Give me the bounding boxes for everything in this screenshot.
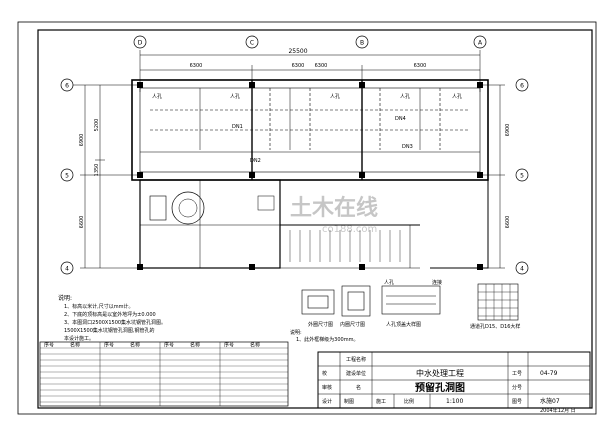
room-label: 人孔 bbox=[452, 93, 462, 100]
svg-text:名称: 名称 bbox=[250, 342, 260, 349]
floor-plan bbox=[131, 79, 489, 269]
room-label: 人孔 bbox=[152, 93, 162, 100]
schedule-header: 序号 名称 序号 名称 序号 名称 序号 名称 bbox=[44, 342, 260, 349]
svg-text:土木在线: 土木在线 bbox=[290, 195, 378, 221]
tb-label: 图号 bbox=[512, 399, 522, 405]
svg-text:6: 6 bbox=[520, 83, 524, 90]
side-dimension: 6900 bbox=[79, 134, 85, 147]
overall-dimension: 25500 bbox=[288, 48, 307, 55]
inner-border bbox=[37, 29, 593, 409]
svg-text:C: C bbox=[250, 40, 254, 47]
column-bubble-a: A bbox=[473, 35, 487, 49]
svg-text:3、本图洞口2500X1500集水坑钢管孔洞图。: 3、本图洞口2500X1500集水坑钢管孔洞图。 bbox=[64, 319, 166, 326]
title-block bbox=[317, 351, 591, 409]
row-bubble-6: 6 6 bbox=[60, 78, 529, 92]
svg-text:序号: 序号 bbox=[104, 342, 114, 349]
svg-text:D: D bbox=[138, 40, 143, 47]
bay-dimension: 6300 bbox=[292, 63, 305, 69]
side-dimension: 1350 bbox=[94, 164, 100, 177]
side-dimension: 5200 bbox=[94, 119, 100, 132]
svg-text:2、下底的顶标高是以室外地坪为±0.000: 2、下底的顶标高是以室外地坪为±0.000 bbox=[64, 311, 156, 318]
tb-label: 施工 bbox=[376, 398, 386, 405]
row-bubble-5: 5 5 bbox=[60, 168, 529, 182]
svg-text:A: A bbox=[478, 40, 483, 47]
bay-dimension: 6300 bbox=[190, 63, 203, 69]
side-dimension: 6900 bbox=[505, 124, 511, 137]
side-dimension: 6600 bbox=[505, 216, 511, 229]
tb-label: 比例 bbox=[404, 398, 414, 405]
svg-text:1500X1500集水坑钢管孔洞图,钢管孔的: 1500X1500集水坑钢管孔洞图,钢管孔的 bbox=[64, 327, 154, 334]
svg-text:4: 4 bbox=[520, 266, 524, 273]
top-dimensions bbox=[139, 50, 481, 92]
column-bubble-b: B bbox=[355, 35, 369, 49]
svg-text:5: 5 bbox=[520, 173, 524, 180]
plan-note: DN3 bbox=[402, 144, 413, 150]
side-dimensions bbox=[80, 84, 505, 269]
svg-text:序号: 序号 bbox=[44, 342, 54, 349]
svg-text:1、标高以米计,尺寸以mm计。: 1、标高以米计,尺寸以mm计。 bbox=[64, 303, 134, 310]
tb-label: 分号 bbox=[512, 384, 522, 391]
svg-text:5: 5 bbox=[65, 173, 69, 180]
tb-label: 工号 bbox=[512, 371, 522, 377]
detail-label: 通道孔D15、D16大样 bbox=[470, 323, 520, 330]
tb-sheet-no: 水施07 bbox=[540, 397, 560, 405]
bay-dimension: 6300 bbox=[315, 63, 328, 69]
detail-drawings bbox=[301, 283, 519, 321]
column-bubble-c: C bbox=[245, 35, 259, 49]
room-label: 人孔 bbox=[230, 93, 240, 100]
detail-note-heading: 说明: bbox=[290, 329, 302, 336]
svg-text:名称: 名称 bbox=[130, 342, 140, 349]
svg-text:名称: 名称 bbox=[190, 342, 200, 349]
row-bubble-4: 4 4 bbox=[60, 261, 529, 275]
side-dimension: 6600 bbox=[79, 216, 85, 229]
tb-label: 制图 bbox=[344, 398, 354, 405]
svg-text:4: 4 bbox=[65, 266, 69, 273]
tb-label: 校 bbox=[322, 370, 327, 377]
structural-columns bbox=[137, 82, 483, 270]
svg-text:co188.com: co188.com bbox=[322, 224, 377, 235]
svg-text:本设计施工。: 本设计施工。 bbox=[64, 335, 94, 342]
column-bubble-d: D bbox=[133, 35, 147, 49]
detail-label: 人孔顶盖大样图 bbox=[386, 321, 421, 328]
outer-border bbox=[17, 21, 597, 415]
tb-label: 建设单位 bbox=[346, 370, 366, 377]
detail-label: 外圈尺寸图 bbox=[308, 321, 333, 328]
plan-note: DN2 bbox=[250, 158, 261, 164]
drawing-title: 预留孔洞图 bbox=[415, 381, 465, 394]
room-label: 人孔 bbox=[400, 93, 410, 100]
tb-project: 中水处理工程 bbox=[416, 368, 464, 378]
tb-date: 2004年12月 日 bbox=[540, 407, 576, 414]
plan-note: DN1 bbox=[232, 124, 243, 130]
schedule-table bbox=[39, 341, 289, 407]
bay-dimension: 6300 bbox=[414, 63, 427, 69]
svg-text:序号: 序号 bbox=[224, 342, 234, 349]
tb-job-no: 04-79 bbox=[540, 370, 558, 377]
tb-label: 审核 bbox=[322, 384, 332, 391]
general-notes: 说明: 1、标高以米计,尺寸以mm计。 2、下底的顶标高是以室外地坪为±0.00… bbox=[58, 294, 166, 342]
detail-tag: 人孔 bbox=[384, 279, 394, 286]
detail-label: 内圈尺寸图 bbox=[340, 321, 365, 328]
detail-note: 1、此外框梯级为300mm。 bbox=[296, 336, 358, 343]
detail-tag: 连接 bbox=[432, 279, 442, 286]
tb-label: 工程名称 bbox=[346, 356, 366, 363]
plan-note: DN4 bbox=[395, 116, 406, 122]
svg-text:序号: 序号 bbox=[164, 342, 174, 349]
svg-text:6: 6 bbox=[65, 83, 69, 90]
room-label: 人孔 bbox=[330, 93, 340, 100]
tb-scale: 1:100 bbox=[446, 398, 463, 405]
watermark: 土木在线 co188.com bbox=[290, 195, 378, 235]
tb-label: 名 bbox=[356, 384, 361, 391]
svg-text:说明:: 说明: bbox=[58, 294, 72, 302]
tb-label: 设计 bbox=[322, 398, 332, 405]
svg-text:B: B bbox=[360, 40, 364, 47]
svg-text:名称: 名称 bbox=[70, 342, 80, 349]
